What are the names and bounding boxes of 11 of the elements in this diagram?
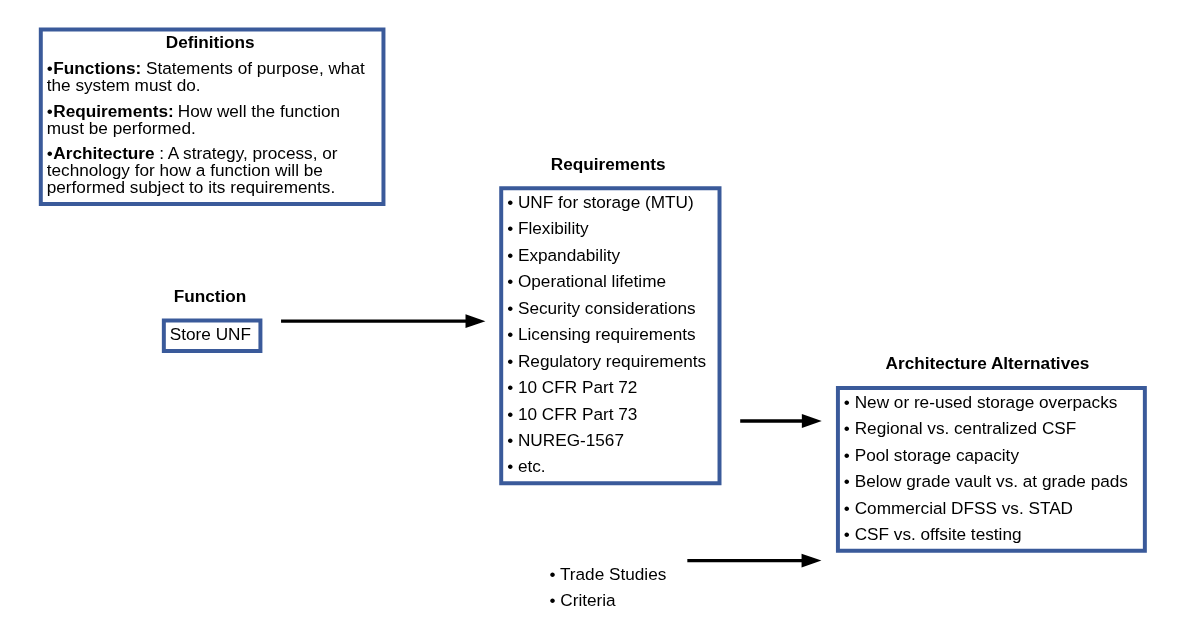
arrow <box>740 414 822 428</box>
arrow <box>687 553 822 568</box>
node-text: • Trade Studies • Criteria <box>549 563 667 611</box>
node-box: • New or re-used storage overpacks • Regional vs. centralized CSF • Pool storage capacity • Below grade vault vs. at grade pads • Commercial DFSS vs. STAD • CSF vs. offsite testing <box>835 385 1147 553</box>
node-box: Store UNF <box>161 318 263 353</box>
arrow <box>281 314 486 329</box>
node-label: Function <box>173 285 247 306</box>
node-label: Requirements <box>550 153 666 174</box>
node-box: Definitions •Functions: Statements of purpose, what the system must do. •Requirements: How well the function must be performed. •Architecture: A strategy, process, or technology for how a function will be performed subject to its requirements. <box>38 27 386 207</box>
node-label: Architecture Alternatives <box>885 353 1090 374</box>
node-box: • UNF for storage (MTU) • Flexibility • Expandability • Operational lifetime • Security considerations • Licensing requirements • Regulatory requirements • 10 CFR Part 72 • 10 CFR Part 73 • NUREG-1567 • etc. <box>499 186 722 486</box>
